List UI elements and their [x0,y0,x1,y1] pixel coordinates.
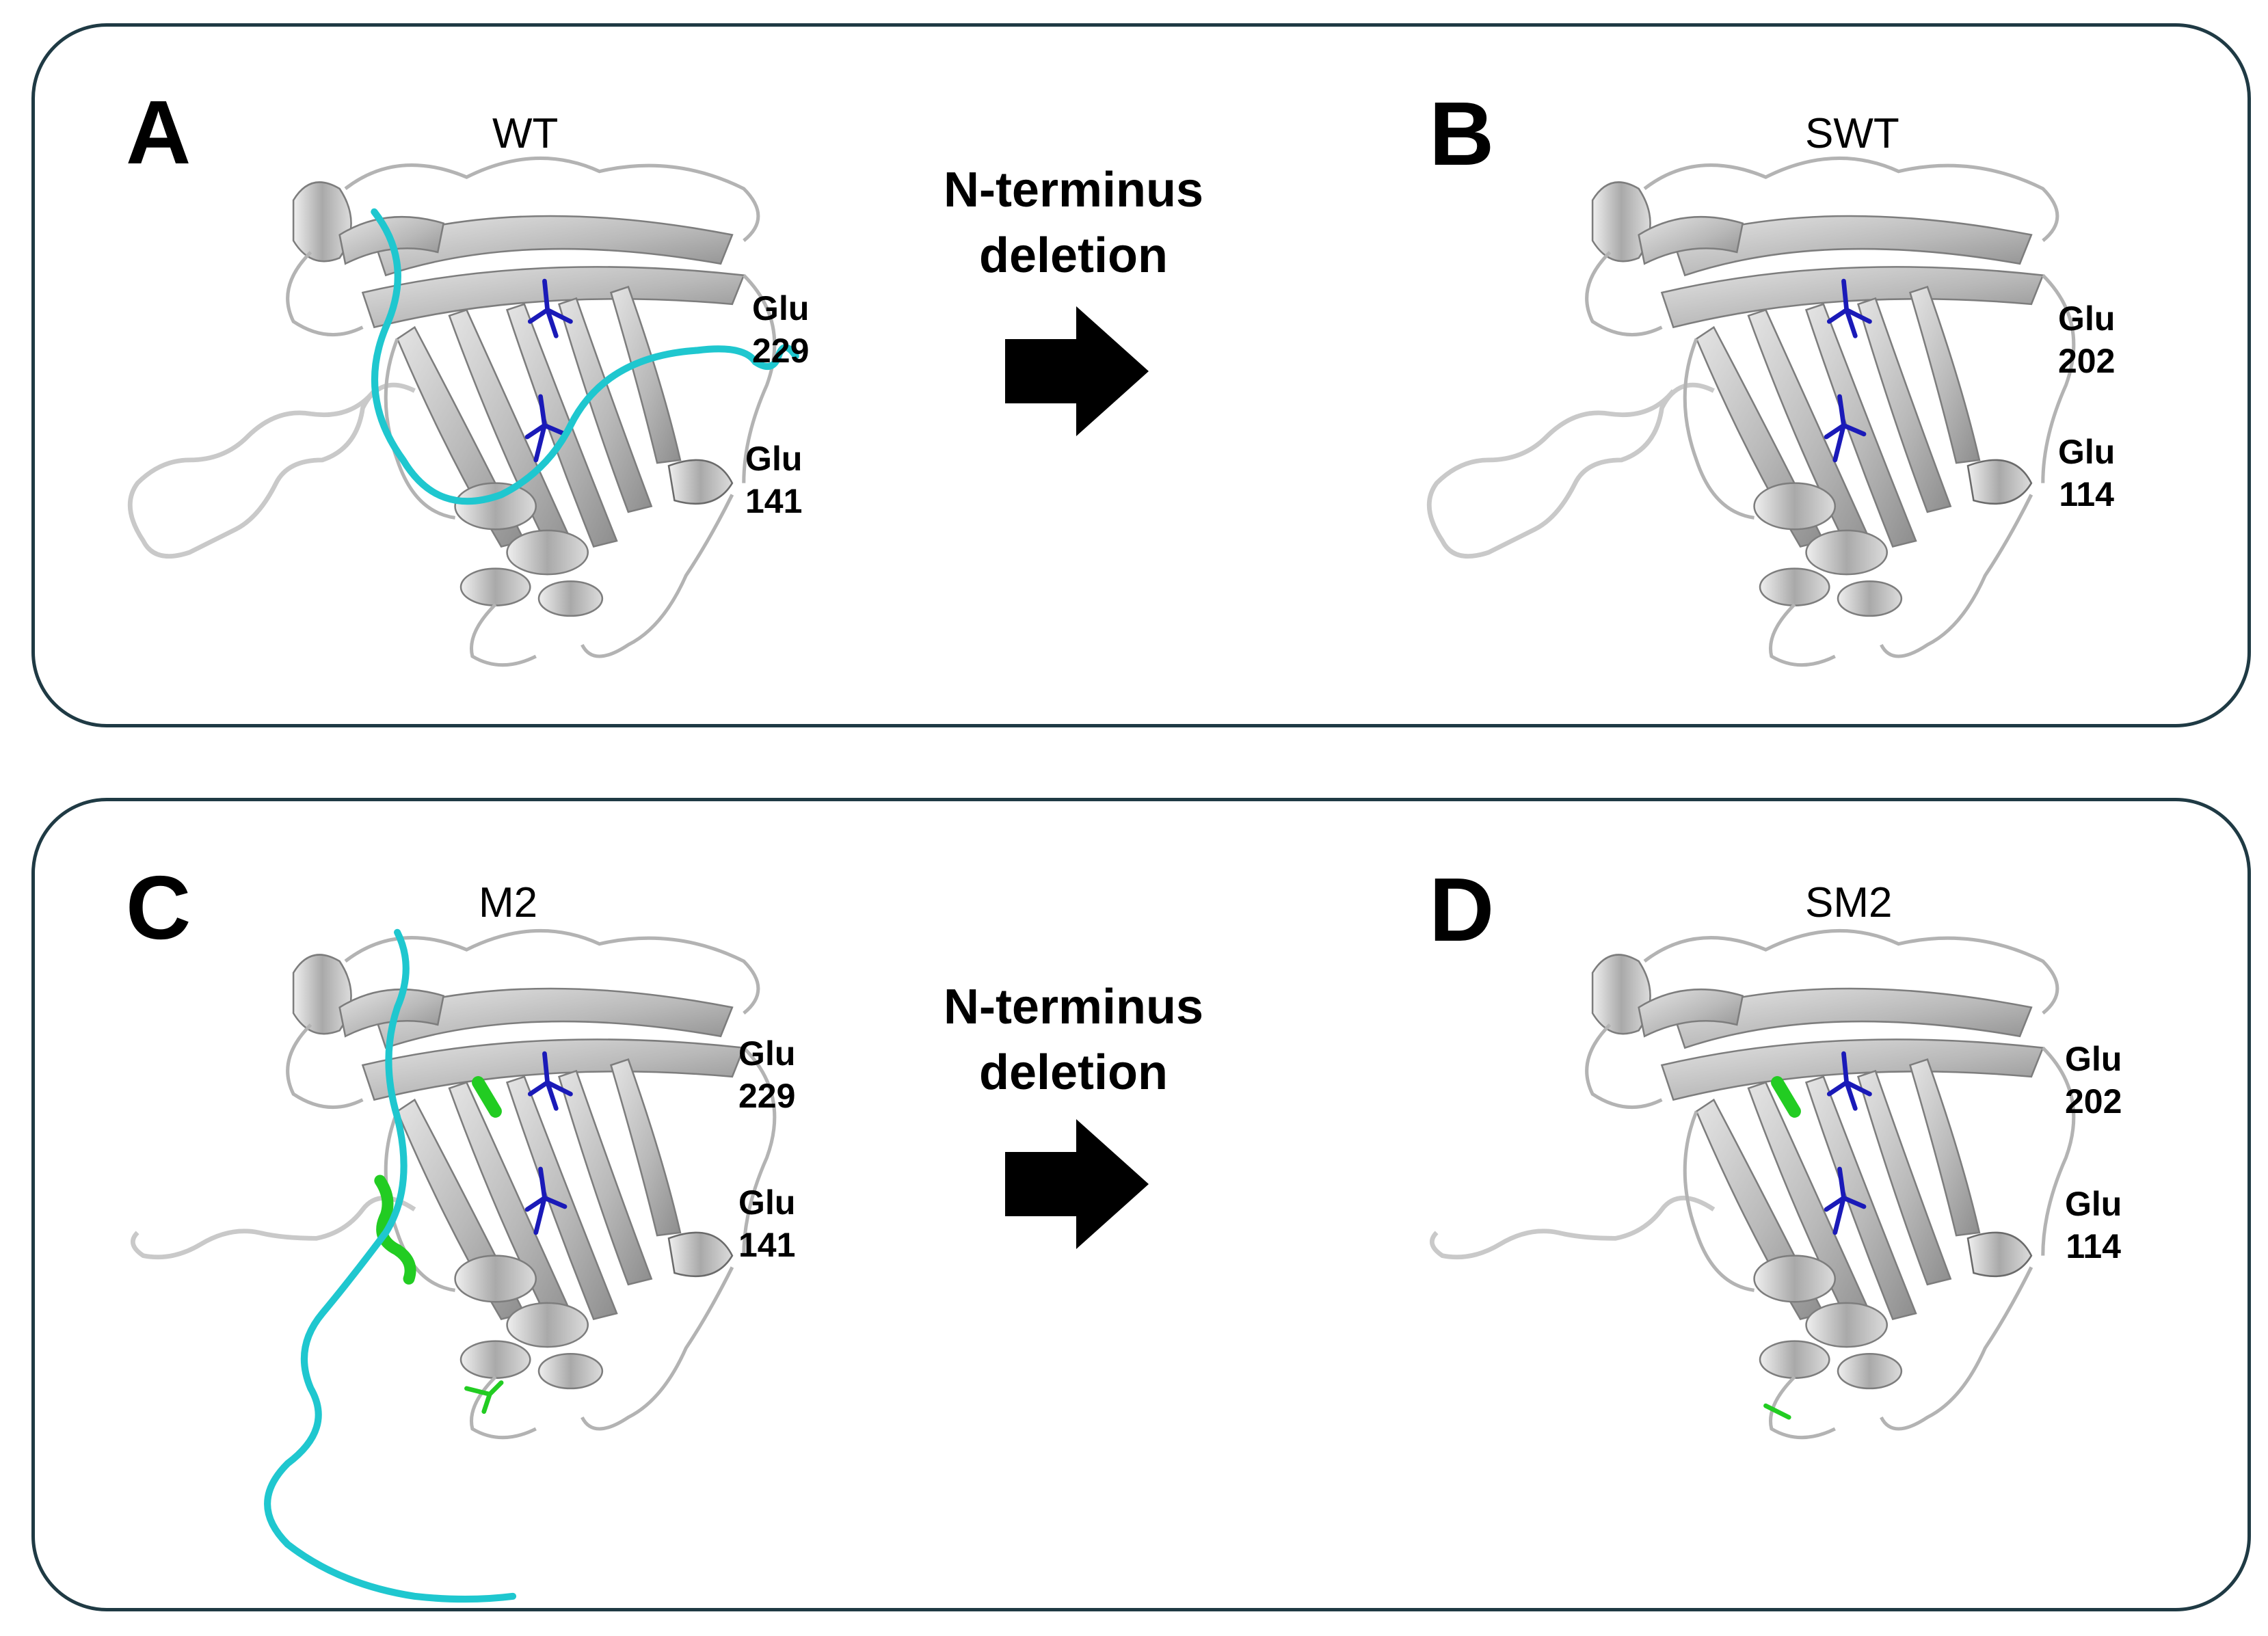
glu-top-num-a: 229 [752,332,810,370]
glu-label-bottom-d: Glu 114 [2065,1183,2122,1268]
protein-structure-c [205,909,821,1603]
panel-letter-b: B [1429,83,1495,184]
mutation-site-d1 [1771,1076,1801,1118]
glu-bottom-num-a: 141 [745,482,803,520]
n-terminus-segment-c [264,928,517,1603]
glu-top-name-a: Glu [752,289,810,327]
glu-top-name-c: Glu [738,1034,796,1073]
panel-title-a: WT [492,110,559,157]
glu-label-top-b: Glu 202 [2058,297,2115,382]
glu-bottom-name-b: Glu [2058,433,2116,471]
transition-line2-top: deletion [978,228,1168,283]
panel-title-c: M2 [479,879,538,926]
glu-label-top-d: Glu 202 [2065,1038,2122,1123]
glu-bottom-num-b: 114 [2059,475,2114,513]
mutation-site-c2 [472,1076,502,1118]
glu-bottom-name-c: Glu [738,1183,796,1222]
glu-bottom-name-a: Glu [745,440,803,478]
transition-line1-bottom: N-terminus [943,980,1204,1034]
transition-label-bottom: N-terminus deletion [882,974,1265,1105]
protein-structure-b [1504,137,2120,656]
panel-title-d: SM2 [1805,879,1893,926]
glu-top-num-b: 202 [2058,342,2116,380]
panel-letter-d: D [1429,859,1495,960]
glu-label-bottom-a: Glu 141 [745,438,802,522]
glu-top-num-c: 229 [738,1077,796,1115]
glu-label-top-a: Glu 229 [752,287,809,372]
panel-letter-a: A [126,82,191,183]
glu-top-name-b: Glu [2058,299,2116,338]
glu-label-top-c: Glu 229 [738,1032,795,1117]
arrow-icon-top [1005,306,1149,436]
arrow-icon-bottom [1005,1119,1149,1249]
panel-title-b: SWT [1805,110,1899,157]
panel-letter-c: C [126,857,191,958]
glu-label-bottom-c: Glu 141 [738,1181,795,1266]
glu-top-num-d: 202 [2065,1082,2122,1121]
mutation-site-c3 [464,1380,504,1414]
protein-structure-d [1504,909,2120,1429]
n-terminus-segment-a [371,208,799,505]
glu-top-name-d: Glu [2065,1040,2122,1078]
transition-line1-top: N-terminus [943,163,1204,217]
mutation-site-d2 [1763,1403,1791,1420]
top-panel-frame [31,23,2251,727]
glu-bottom-num-d: 114 [2066,1227,2121,1265]
transition-line2-bottom: deletion [978,1045,1168,1100]
glu-bottom-num-c: 141 [738,1226,796,1264]
glu-bottom-name-d: Glu [2065,1185,2122,1223]
glu-label-bottom-b: Glu 114 [2058,431,2115,515]
bottom-panel-frame [31,798,2251,1611]
transition-label-top: N-terminus deletion [882,157,1265,289]
protein-structure-a [205,137,799,656]
